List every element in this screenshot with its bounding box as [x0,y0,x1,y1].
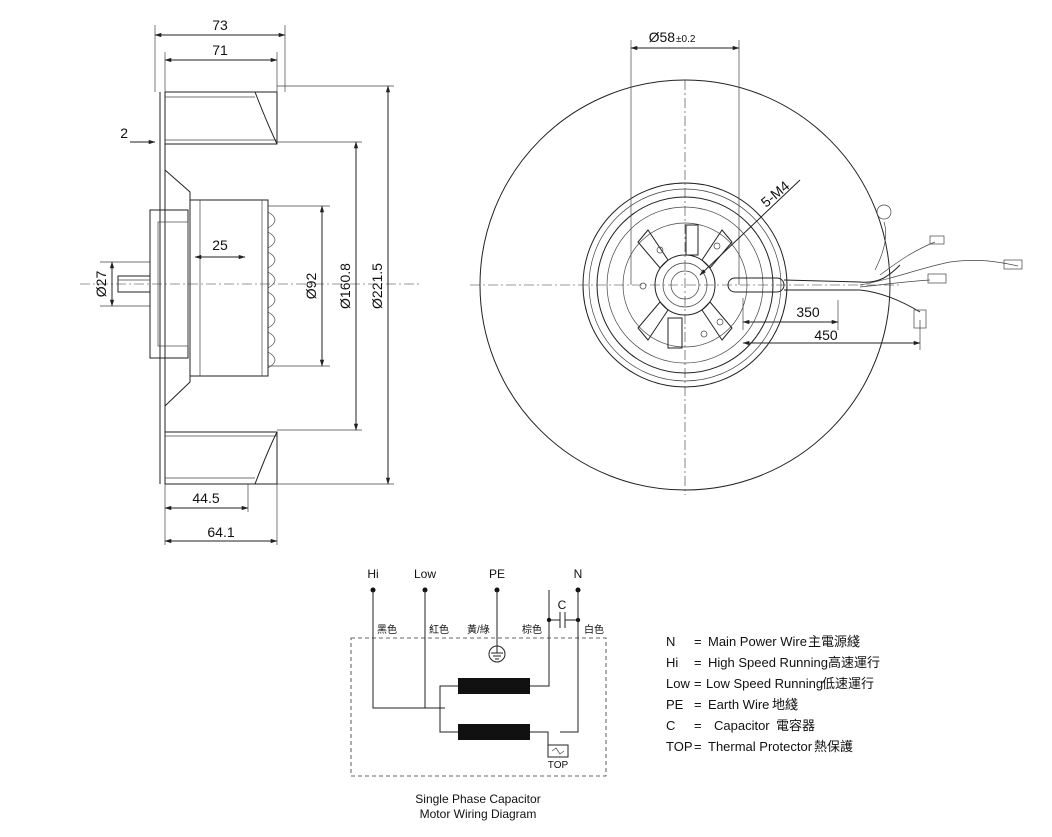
svg-text:PE: PE [666,697,684,712]
legend-row: C = Capacitor 電容器 [666,718,815,733]
svg-text:Main Power Wire: Main Power Wire [708,634,807,649]
dim-221-5-label: Ø221.5 [369,263,385,309]
dim-71-label: 71 [212,42,228,58]
dim-58-label: Ø58±0.2 [649,29,696,45]
legend-row: PE = Earth Wire 地綫 [666,697,798,712]
svg-text:=: = [694,655,702,670]
svg-text:=: = [694,634,702,649]
svg-text:Hi: Hi [666,655,678,670]
dim-2-label: 2 [120,125,128,141]
dim-92-label: Ø92 [303,273,319,300]
svg-text:TOP: TOP [666,739,693,754]
svg-text:Earth Wire: Earth Wire [708,697,769,712]
thermal-protector-icon [547,744,569,758]
svg-text:=: = [694,718,702,733]
svg-text:=: = [694,676,702,691]
svg-text:=: = [694,739,702,754]
side-view: 73 71 2 25 Ø27 Ø92 Ø160.8 Ø221.5 44.5 [80,17,420,545]
caption-line-1: Single Phase Capacitor [415,792,540,806]
top-label: TOP [548,760,569,771]
svg-text:N: N [666,634,675,649]
svg-text:High Speed Running: High Speed Running [708,655,828,670]
dim-450-label: 450 [814,327,838,343]
capacitor-label: C [558,598,567,612]
dim-25-label: 25 [212,237,228,253]
svg-text:地綫: 地綫 [772,697,798,712]
wire-color-white: 白色 [584,623,604,636]
svg-text:C: C [666,718,675,733]
svg-text:熱保護: 熱保護 [814,739,853,754]
terminal-pe: PE [489,567,505,581]
dim-5m4-label: 5-M4 [758,177,793,210]
dim-73-label: 73 [212,17,228,33]
svg-text:低速運行: 低速運行 [822,676,874,691]
legend-row: Hi = High Speed Running 高速運行 [666,655,880,670]
dim-160-8-label: Ø160.8 [337,263,353,309]
dim-44-5-label: 44.5 [192,490,219,506]
legend-row: TOP = Thermal Protector 熱保護 [666,739,853,754]
wire-color-yellow-green: 黃/綠 [467,623,490,636]
legend: N = Main Power Wire 主電源綫 Hi = High Speed… [666,634,880,754]
svg-text:主電源綫: 主電源綫 [808,634,860,649]
wire-color-black: 黑色 [377,623,397,636]
winding-main [458,678,530,694]
winding-aux [458,724,530,740]
terminal-hi: Hi [367,567,378,581]
caption-line-2: Motor Wiring Diagram [420,807,537,821]
front-view: Ø58±0.2 5-M4 350 450 [470,29,1023,495]
svg-text:Capacitor: Capacitor [714,718,770,733]
wiring-diagram: Hi Low PE N 黑色 紅色 黃/綠 棕色 白色 C [350,567,607,821]
dim-27-label: Ø27 [93,271,109,298]
svg-text:Thermal Protector: Thermal Protector [708,739,813,754]
dim-350-label: 350 [796,304,820,320]
svg-text:電容器: 電容器 [776,718,815,733]
svg-text:高速運行: 高速運行 [828,655,880,670]
wire-color-brown: 棕色 [522,623,542,636]
svg-text:Low Speed Running: Low Speed Running [706,676,823,691]
dim-64-1-label: 64.1 [207,524,234,540]
svg-text:Low: Low [666,676,690,691]
svg-text:=: = [694,697,702,712]
legend-row: Low = Low Speed Running 低速運行 [666,676,874,691]
wire-color-red: 紅色 [429,623,449,636]
terminal-low: Low [414,567,436,581]
legend-row: N = Main Power Wire 主電源綫 [666,634,860,649]
terminal-n: N [574,567,583,581]
